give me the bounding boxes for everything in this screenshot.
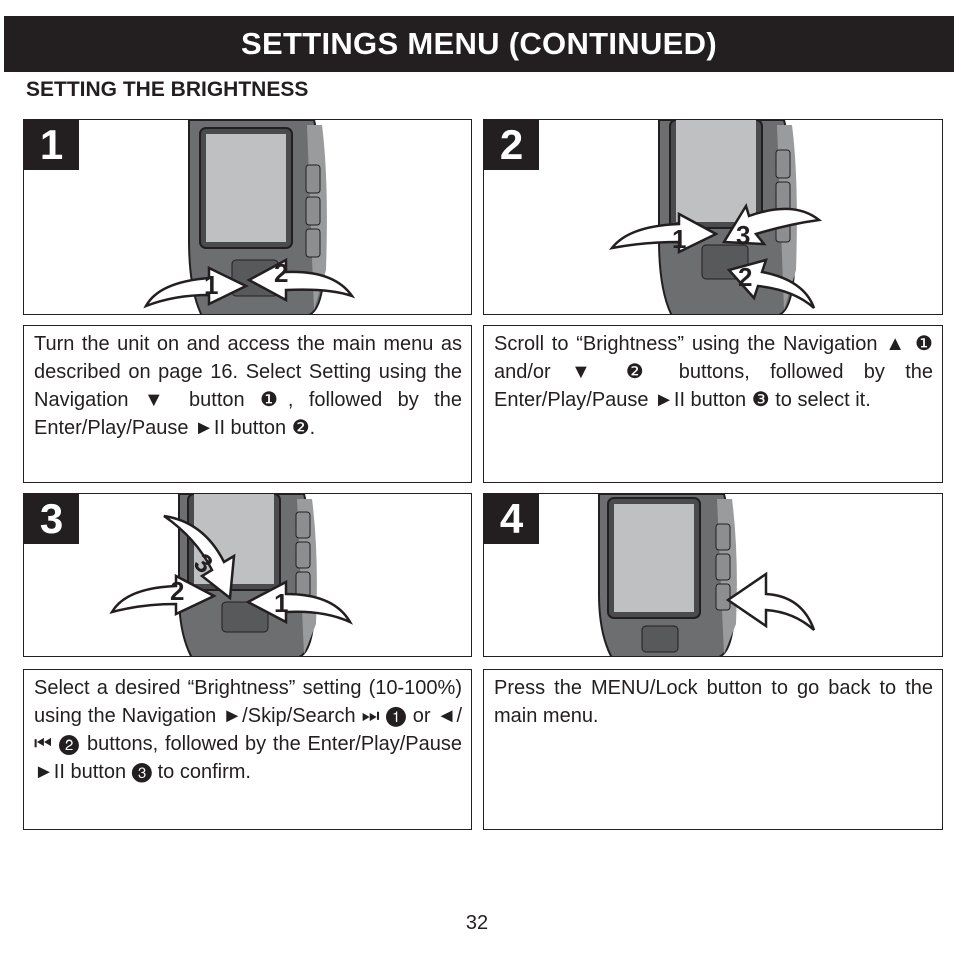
device-illustration	[609, 120, 823, 314]
device-illustration	[109, 494, 354, 656]
step-number: 4	[484, 494, 539, 544]
step-3-illustration: 3 3 2 1	[23, 493, 472, 657]
page-title: SETTINGS MENU (CONTINUED)	[241, 26, 717, 61]
device-illustration	[143, 120, 356, 314]
step-4-instructions: Press the MENU/Lock button to go back to…	[483, 669, 943, 830]
page-header: SETTINGS MENU (CONTINUED)	[4, 16, 954, 72]
step-number: 1	[24, 120, 79, 170]
step-number: 3	[24, 494, 79, 544]
step-1-illustration: 1 1 2	[23, 119, 472, 315]
step-3-instructions: Select a desired “Brightness” setting (1…	[23, 669, 472, 830]
arrow-label: 1	[274, 588, 289, 618]
arrow-label: 1	[672, 224, 687, 254]
device-illustration	[598, 494, 816, 656]
arrow-label: 3	[736, 220, 751, 250]
step-1-instructions: Turn the unit on and access the main men…	[23, 325, 472, 483]
arrow-label: 2	[738, 262, 753, 292]
step-number: 2	[484, 120, 539, 170]
arrow-label: 2	[170, 576, 185, 606]
section-title: SETTING THE BRIGHTNESS	[26, 78, 309, 101]
arrow-label: 1	[204, 270, 219, 300]
step-2-instructions: Scroll to “Brightness” using the Navigat…	[483, 325, 943, 483]
page-number: 32	[465, 912, 489, 934]
step-4-illustration: 4	[483, 493, 943, 657]
arrow-label: 2	[274, 258, 289, 288]
step-2-illustration: 2 1 3 2	[483, 119, 943, 315]
